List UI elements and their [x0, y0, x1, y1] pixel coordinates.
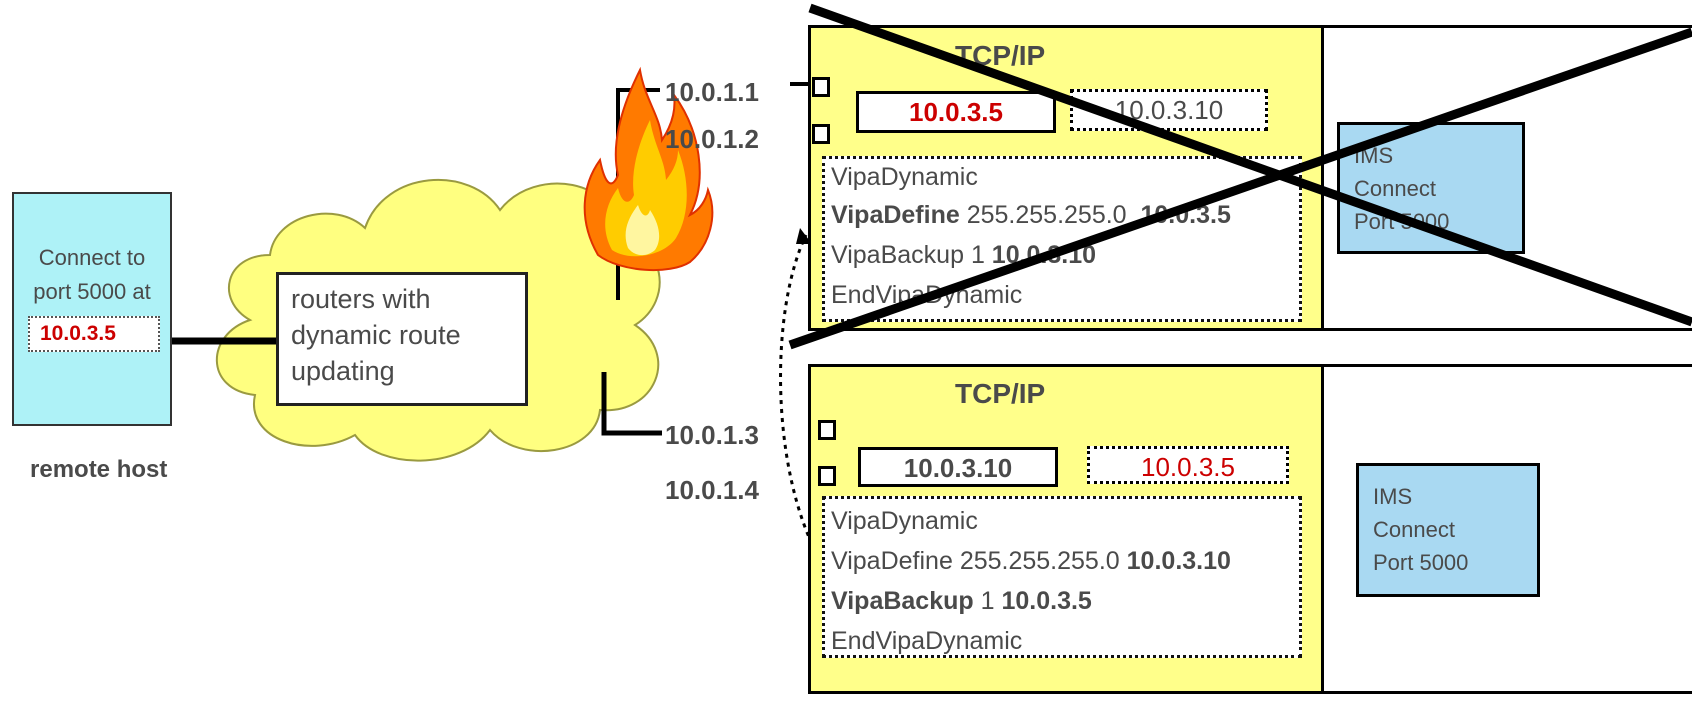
bottom-vipa-config: VipaDynamic VipaDefine 255.255.255.0 10.… [822, 496, 1302, 658]
remote-host-caption: remote host [30, 456, 168, 483]
cloud-line2: dynamic route [291, 320, 461, 350]
bottom-vipa-taken-over: 10.0.3.5 [1087, 446, 1289, 484]
cfg-top-l2: VipaDefine 255.255.255.0 10.0.3.5 [831, 201, 1231, 229]
top-vipa-config: VipaDynamic VipaDefine 255.255.255.0 10.… [822, 156, 1302, 322]
host-text-line1: Connect to [38, 245, 146, 270]
cloud-line1: routers with [291, 284, 431, 314]
lower-link [601, 372, 662, 436]
cfg-bottom-l2: VipaDefine 255.255.255.0 10.0.3.10 [831, 547, 1231, 575]
cfg-bottom-l3: VipaBackup 1 10.0.3.5 [831, 587, 1092, 615]
router-cloud-label: routers with dynamic route updating [276, 272, 528, 406]
top-vipa-active: 10.0.3.5 [856, 91, 1056, 133]
cfg-top-l1: VipaDynamic [831, 163, 978, 191]
cfg-top-l3: VipaBackup 1 10.0.3.10 [831, 241, 1096, 269]
interface-ip-2: 10.0.1.2 [665, 124, 759, 154]
top-port-1 [812, 77, 830, 97]
ims-connect-bottom: IMS Connect Port 5000 [1356, 463, 1540, 597]
cfg-bottom-l4: EndVipaDynamic [831, 627, 1023, 655]
host-target-ip: 10.0.3.5 [28, 316, 160, 352]
top-port-2 [812, 124, 830, 144]
remote-host-box: Connect to port 5000 at 10.0.3.5 [12, 192, 172, 426]
cloud-line3: updating [291, 356, 395, 386]
bottom-port-1 [818, 420, 836, 440]
top-vipa-backup: 10.0.3.10 [1070, 89, 1268, 131]
bottom-vipa-active: 10.0.3.10 [858, 447, 1058, 487]
firewall-flame-icon [583, 66, 714, 271]
interface-ip-1: 10.0.1.1 [665, 77, 759, 107]
interface-ip-4: 10.0.1.4 [665, 475, 759, 505]
interface-ip-3: 10.0.1.3 [665, 420, 759, 450]
bottom-port-2 [818, 466, 836, 486]
cfg-bottom-l1: VipaDynamic [831, 507, 978, 535]
host-text-line2: port 5000 at [33, 279, 151, 304]
tcpip-bottom-title: TCP/IP [955, 378, 1046, 409]
